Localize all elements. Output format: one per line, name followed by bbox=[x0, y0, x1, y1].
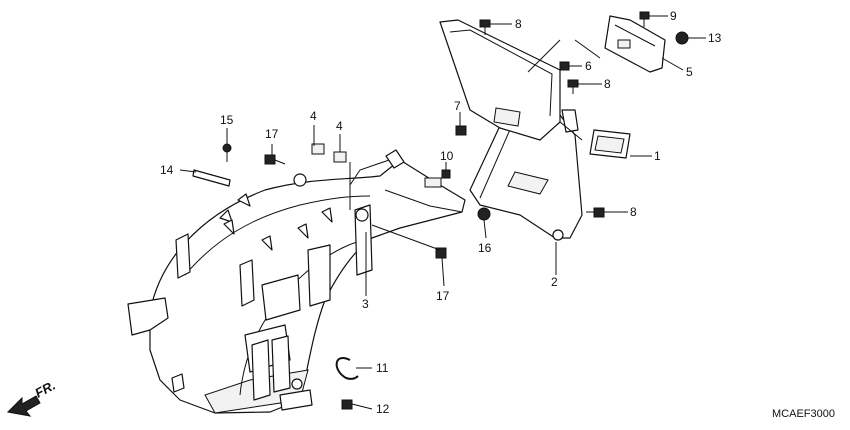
front-arrow-icon bbox=[6, 395, 41, 417]
callout-9: 9 bbox=[670, 9, 677, 23]
callout-11: 11 bbox=[376, 361, 389, 375]
callout-12: 12 bbox=[376, 402, 390, 416]
callout-1: 1 bbox=[654, 149, 661, 163]
callout-4a: 4 bbox=[310, 109, 317, 123]
callout-7: 7 bbox=[454, 99, 461, 113]
callout-6: 6 bbox=[585, 59, 592, 73]
callout-3: 3 bbox=[362, 297, 369, 311]
callout-13: 13 bbox=[708, 31, 722, 45]
callout-4b: 4 bbox=[336, 119, 343, 133]
callout-8a: 8 bbox=[515, 17, 522, 31]
rear-fender bbox=[127, 149, 466, 414]
callout-10: 10 bbox=[440, 149, 454, 163]
reflector bbox=[589, 129, 631, 159]
callout-8c: 8 bbox=[630, 205, 637, 219]
callout-5: 5 bbox=[686, 65, 693, 79]
fender-cover bbox=[439, 19, 583, 141]
license-bracket bbox=[604, 15, 666, 73]
callout-15: 15 bbox=[220, 113, 234, 127]
diagram-code: MCAEF3000 bbox=[772, 408, 835, 420]
callouts: 1 2 3 4 4 5 6 7 8 8 8 9 10 11 12 13 14 1… bbox=[160, 9, 722, 416]
callout-17a: 17 bbox=[265, 127, 279, 141]
callout-17b: 17 bbox=[436, 289, 450, 303]
callout-14: 14 bbox=[160, 163, 174, 177]
callout-2: 2 bbox=[551, 275, 558, 289]
callout-16: 16 bbox=[478, 241, 492, 255]
callout-8b: 8 bbox=[604, 77, 611, 91]
leader-lines bbox=[179, 15, 706, 410]
front-direction-indicator: FR. bbox=[6, 378, 58, 417]
